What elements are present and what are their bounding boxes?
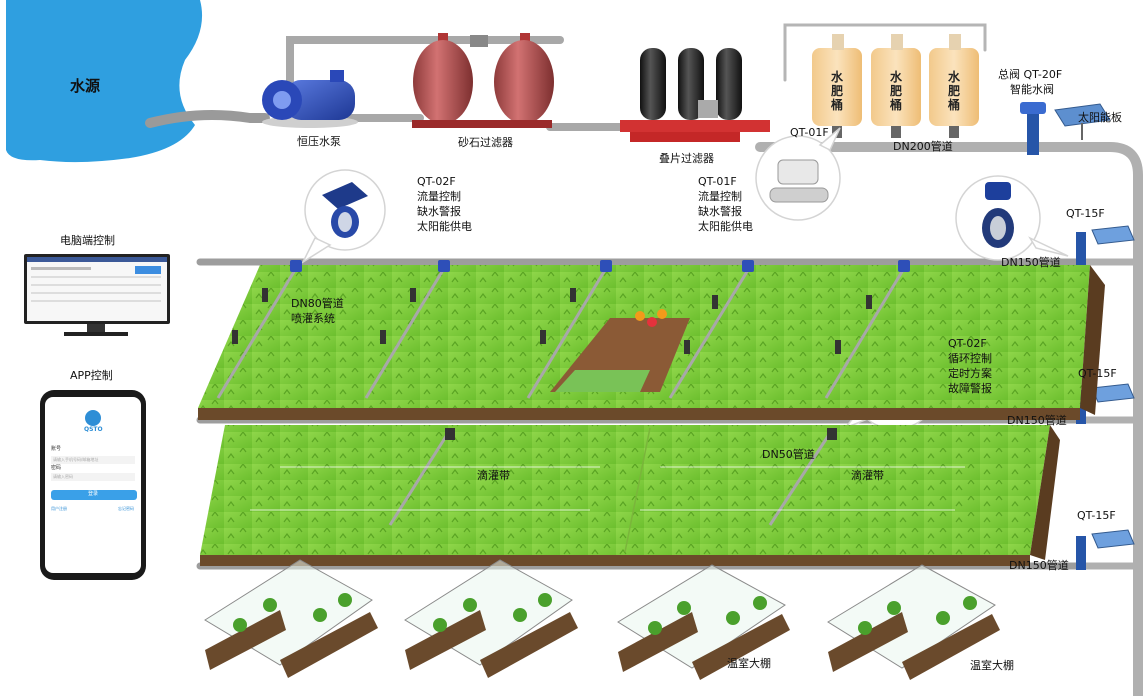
dn150-label-1: DN150管道 [1001, 256, 1061, 269]
qt01f-mid-line2: 缺水警报 [698, 205, 742, 218]
crop-bed [550, 309, 690, 392]
qt01f-top-label: QT-01F [790, 126, 829, 139]
solar-panel-label: 太阳能板 [1078, 111, 1122, 124]
solar-panel-icon [1054, 103, 1111, 140]
dn80-line1: DN80管道 [291, 297, 344, 310]
qt02f-right-line3: 故障警报 [948, 382, 992, 395]
water-source-lake [6, 0, 203, 163]
app-password-input[interactable]: 请输入密码 [53, 474, 73, 479]
tank-label-3: 水肥桶 [947, 70, 960, 112]
qt02f-top-line2: 缺水警报 [417, 205, 461, 218]
drip-tape [250, 466, 965, 511]
qt02f-right-callout: QT-02F 循环控制 定时方案 故障警报 [948, 336, 992, 396]
dn80-label: DN80管道 喷灌系统 [291, 296, 344, 326]
greenhouse-icon [204, 559, 1000, 680]
pc-control-label: 电脑端控制 [60, 234, 115, 247]
app-brand: QSTO [84, 426, 103, 433]
water-source-label: 水源 [70, 77, 101, 95]
dn200-label: DN200管道 [893, 140, 953, 153]
greenhouse-label-1: 温室大棚 [727, 657, 771, 670]
drip-tape-label-1: 滴灌带 [477, 469, 510, 482]
sand-filter-label: 砂石过滤器 [458, 136, 513, 149]
fertilizer-tanks [812, 34, 979, 138]
qt01f-mid-line3: 太阳能供电 [698, 220, 753, 233]
qt02f-top-line3: 太阳能供电 [417, 220, 472, 233]
app-control-label: APP控制 [70, 369, 113, 382]
drip-lateral [388, 429, 834, 526]
dn50-label: DN50管道 [762, 448, 815, 461]
dn150-label-3: DN150管道 [1009, 559, 1069, 572]
app-account-input[interactable]: 请输入手机号码/邮箱地址 [53, 457, 99, 462]
qt15f-label-2: QT-15F [1078, 367, 1117, 380]
qt02f-right-line1: 循环控制 [948, 352, 992, 365]
tank-label-1: 水肥桶 [830, 70, 843, 112]
butterfly-valve-icon [322, 182, 368, 238]
drip-valve-icon [445, 428, 837, 440]
app-account-label: 账号 [51, 446, 62, 452]
smartphone-icon [40, 390, 146, 580]
dn80-line2: 喷灌系统 [291, 312, 335, 325]
main-valve-label: 总阀 QT-20F 智能水阀 [998, 67, 1062, 97]
main-valve-icon [1020, 102, 1046, 155]
computer-monitor-icon [24, 254, 170, 336]
tank-label-2: 水肥桶 [889, 70, 902, 112]
qt15f-label-1: QT-15F [1066, 207, 1105, 220]
app-forgot-link[interactable]: 忘记密码 [118, 506, 134, 511]
qt01f-mid-line1: 流量控制 [698, 190, 742, 203]
qt02f-top-callout: QT-02F 流量控制 缺水警报 太阳能供电 [417, 174, 472, 234]
sprinkler-valve-icon [290, 260, 910, 272]
qt01f-mid-model: QT-01F [698, 175, 737, 188]
flow-valve-icon [769, 159, 829, 203]
app-register-link[interactable]: 用户注册 [51, 506, 67, 511]
solar-panel-icon [1091, 225, 1135, 549]
app-login-button[interactable]: 登录 [88, 491, 99, 497]
greenhouse-label-2: 温室大棚 [970, 659, 1014, 672]
main-valve-line2: 智能水阀 [1010, 83, 1054, 96]
qt02f-right-model: QT-02F [948, 337, 987, 350]
main-valve-line1: 总阀 QT-20F [998, 68, 1063, 81]
drip-field [200, 425, 1060, 566]
motorized-valve-icon [982, 182, 1014, 248]
qt02f-top-model: QT-02F [417, 175, 456, 188]
dn150-label-2: DN150管道 [1007, 414, 1067, 427]
qt02f-right-line2: 定时方案 [948, 367, 992, 380]
qt01f-mid-callout: QT-01F 流量控制 缺水警报 太阳能供电 [698, 174, 753, 234]
sprinkler-lateral [216, 269, 905, 399]
sprinkler-head-icon [232, 288, 872, 354]
qt02f-top-line1: 流量控制 [417, 190, 461, 203]
pump-icon [262, 70, 358, 128]
app-password-label: 密码 [51, 465, 62, 471]
sand-filter-icon [412, 33, 554, 128]
qt15f-label-3: QT-15F [1077, 509, 1116, 522]
pump-label: 恒压水泵 [297, 135, 341, 148]
disc-filter-label: 叠片过滤器 [659, 152, 714, 165]
drip-tape-label-2: 滴灌带 [851, 469, 884, 482]
disc-filter-icon [620, 48, 770, 142]
